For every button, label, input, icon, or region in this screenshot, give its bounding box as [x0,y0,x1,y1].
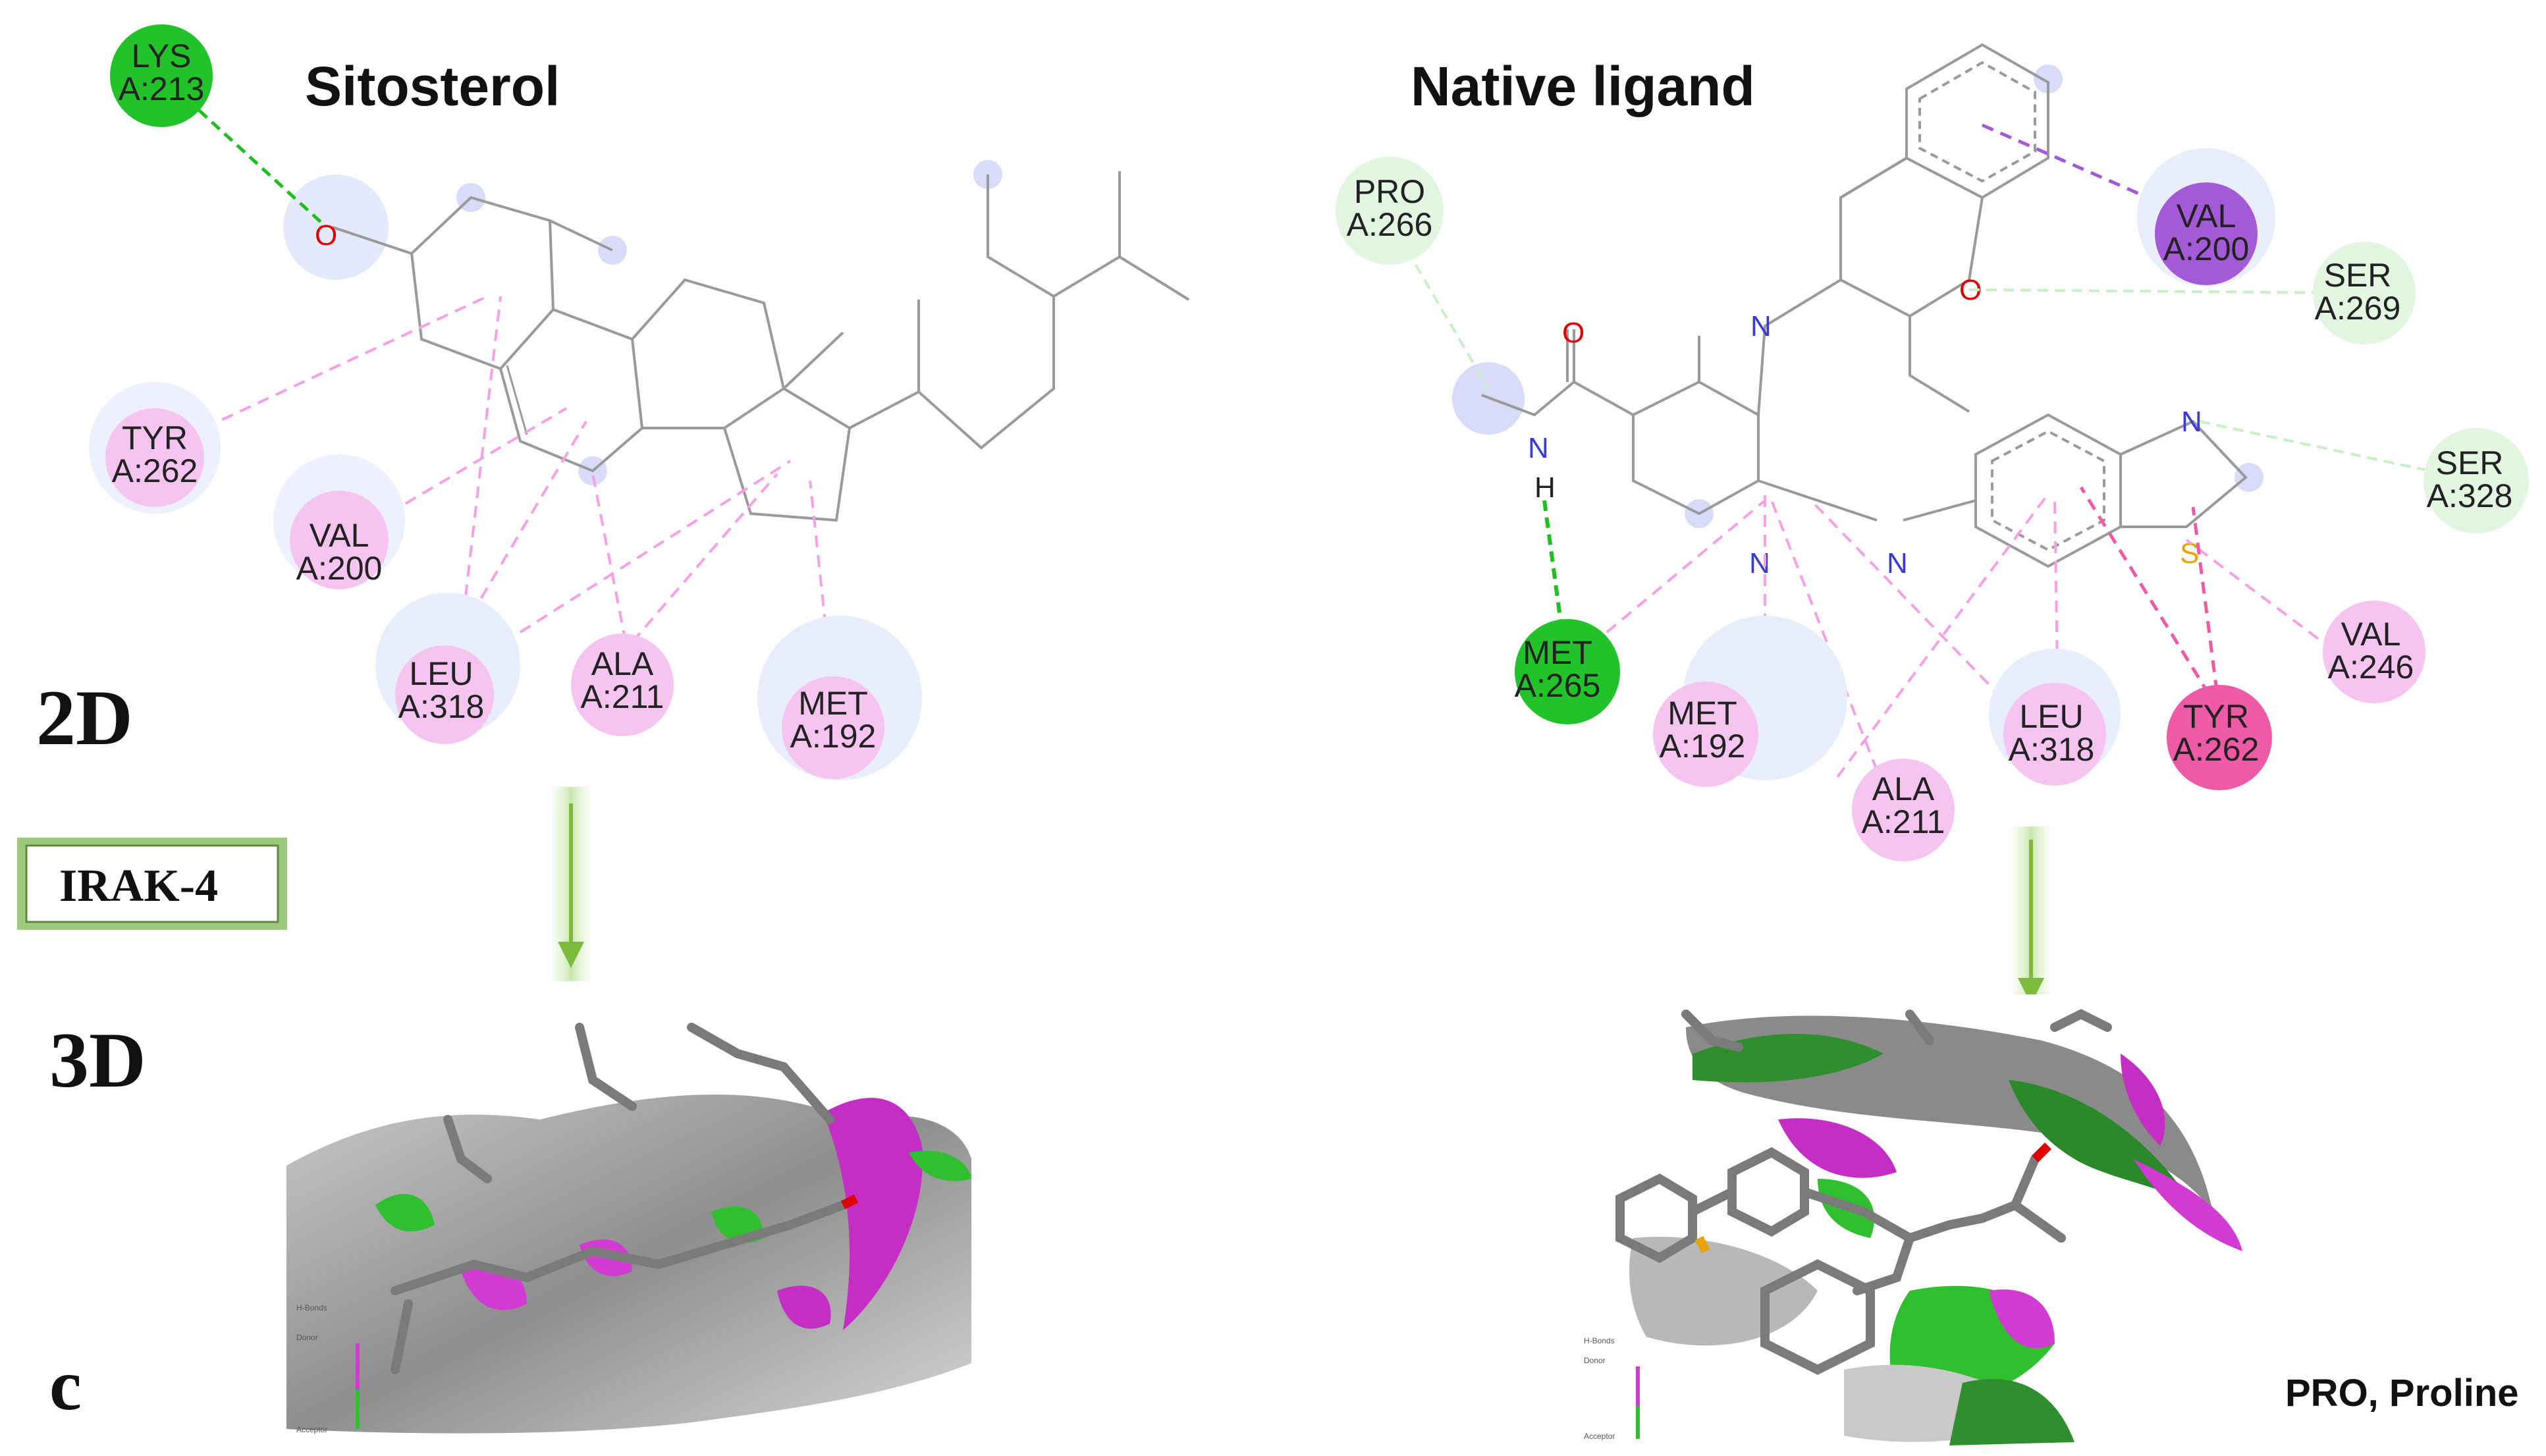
svg-text:MET: MET [798,685,868,722]
svg-text:Donor: Donor [296,1333,318,1342]
svg-text:LEU: LEU [2019,698,2083,735]
svg-text:A:192: A:192 [790,718,877,755]
svg-text:A:262: A:262 [2173,731,2260,768]
svg-text:Donor: Donor [1584,1356,1606,1365]
left-residue-ala211: ALA A:211 [571,634,674,736]
svg-text:A:211: A:211 [581,678,664,715]
left-residue-met192: MET A:192 [757,616,922,780]
native-ligand-title: Native ligand [1411,55,1755,117]
svg-text:LYS: LYS [132,38,192,74]
svg-text:MET: MET [1667,695,1737,732]
svg-text:VAL: VAL [2341,616,2401,653]
svg-text:TYR: TYR [122,419,188,456]
svg-text:H-Bonds: H-Bonds [296,1303,327,1312]
hbond-legend-right: H-Bonds Donor Acceptor [1584,1336,1640,1441]
right-residue-val200: VAL A:200 [2137,148,2275,286]
irak4-label-box: IRAK-4 [17,838,287,930]
svg-text:A:211: A:211 [1862,803,1945,840]
left-residue-val200: VAL A:200 [273,454,405,589]
svg-text:A:265: A:265 [1515,667,1601,704]
panel-letter: c [49,1345,82,1425]
left-residue-lys213: LYS A:213 [110,24,213,127]
sitosterol-2d-diagram: O [160,74,1190,666]
svg-text:Acceptor: Acceptor [1584,1432,1615,1441]
right-residue-ser269: SER A:269 [2313,242,2416,344]
oxygen-atom: O [315,219,337,252]
svg-text:VAL: VAL [310,517,369,554]
irak4-label: IRAK-4 [59,861,218,911]
svg-text:A:318: A:318 [398,688,485,725]
left-residue-leu318: LEU A:318 [375,593,520,744]
left-down-arrow [552,787,590,981]
amide-nitrogen-atom: N [1528,432,1549,464]
svg-text:PRO: PRO [1354,173,1425,210]
right-residue-met265: MET A:265 [1515,619,1620,724]
svg-text:A:213: A:213 [119,70,205,107]
svg-text:Acceptor: Acceptor [296,1425,327,1434]
svg-text:A:269: A:269 [2315,290,2401,327]
right-residue-pro266: PRO A:266 [1336,157,1444,265]
svg-text:A:262: A:262 [112,452,198,489]
svg-text:A:318: A:318 [2009,731,2095,768]
abbreviation-footnote: PRO, Proline [2285,1372,2519,1415]
sitosterol-title: Sitosterol [305,55,560,117]
svg-text:A:200: A:200 [296,550,383,587]
svg-text:MET: MET [1523,634,1592,671]
label-3d: 3D [49,1016,146,1104]
right-residue-met192: MET A:192 [1653,616,1847,787]
amide-hydrogen-atom: H [1534,472,1556,504]
svg-text:A:246: A:246 [2328,649,2414,686]
svg-text:ALA: ALA [1872,770,1935,807]
svg-text:SER: SER [2324,257,2392,294]
right-residue-val246: VAL A:246 [2323,601,2425,703]
hbond-legend-left: H-Bonds Donor Acceptor [296,1303,360,1434]
svg-text:H-Bonds: H-Bonds [1584,1336,1615,1345]
linker-nitrogen-atom: N [1887,547,1908,580]
svg-text:LEU: LEU [409,655,473,692]
right-down-arrow [2012,826,2050,1014]
right-residue-leu318: LEU A:318 [1989,649,2121,786]
thiazole-nitrogen-atom: N [2181,406,2202,438]
svg-text:A:266: A:266 [1347,206,1433,243]
svg-text:A:200: A:200 [2163,230,2250,267]
left-residue-tyr262: TYR A:262 [89,382,221,514]
pyridine-nitrogen-atom: N [1749,547,1770,580]
native-ligand-3d-render: H-Bonds Donor Acceptor [1577,994,2249,1449]
right-residue-ala211: ALA A:211 [1852,759,1955,861]
native-ligand-2d-diagram: O N H N O N N N S [1388,43,2477,778]
svg-text:A:192: A:192 [1660,728,1746,765]
svg-text:SER: SER [2436,445,2504,481]
svg-text:VAL: VAL [2177,198,2236,234]
svg-text:A:328: A:328 [2427,477,2513,514]
label-2d: 2D [36,674,133,761]
sitosterol-3d-render: H-Bonds Donor Acceptor [286,1023,971,1436]
amide-oxygen-atom: O [1562,317,1584,349]
svg-text:TYR: TYR [2183,698,2249,735]
right-residue-ser328: SER A:328 [2424,428,2529,533]
right-residue-tyr262: TYR A:262 [2167,685,2272,790]
amine-nitrogen-atom: N [1750,310,1772,342]
svg-text:ALA: ALA [591,645,654,682]
